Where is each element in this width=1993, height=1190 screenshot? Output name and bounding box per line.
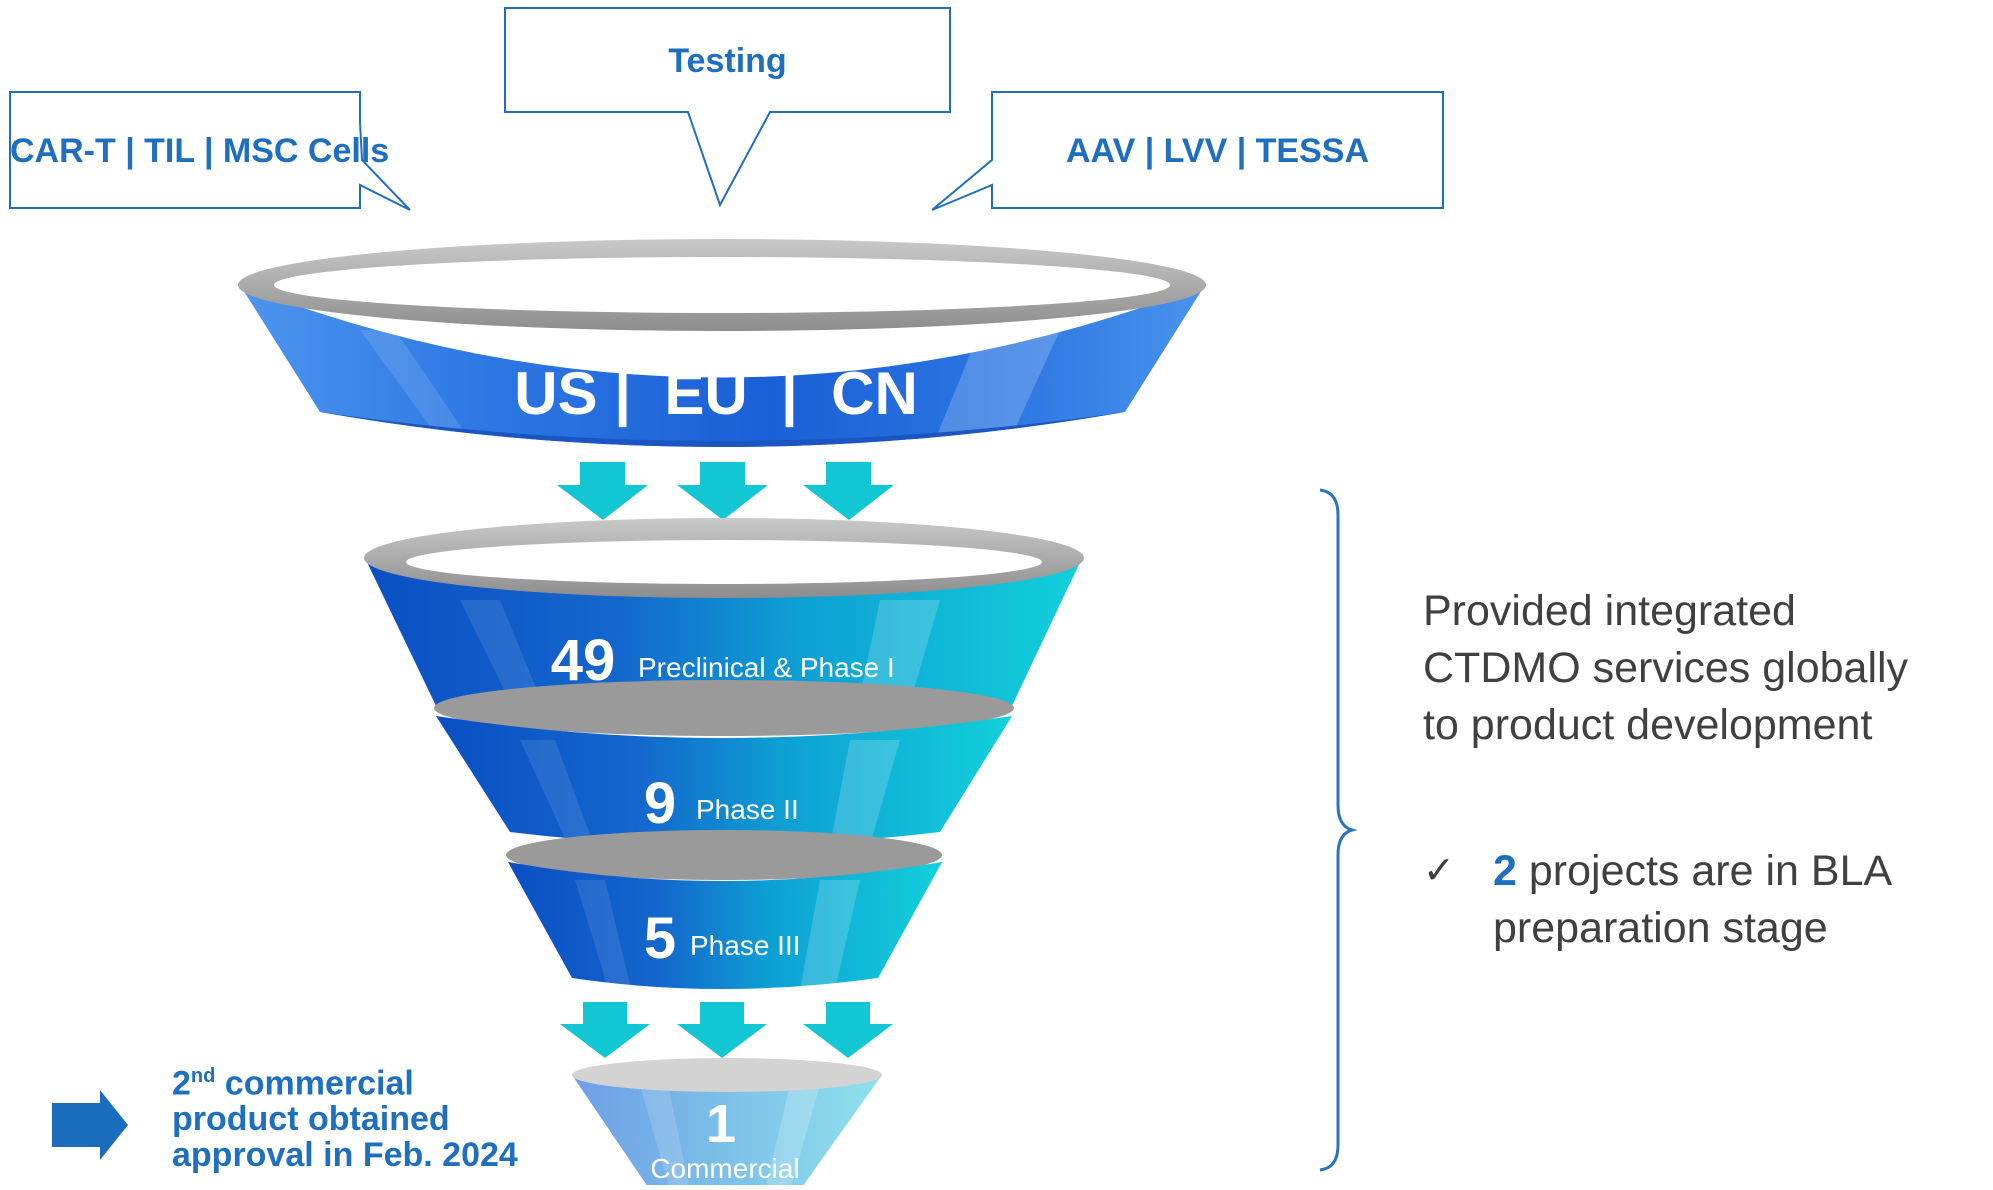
- down-arrow-icon: [557, 462, 648, 520]
- arrows-row-top: [557, 462, 894, 520]
- down-arrow-icon: [677, 462, 768, 520]
- stage-count-preclinical: 49: [551, 628, 616, 693]
- right-arrow-icon: [52, 1090, 128, 1160]
- commercial-approval-note: 2nd commercial product obtained approval…: [172, 1058, 572, 1173]
- bla-count: 2: [1493, 847, 1517, 895]
- funnel-top-regions: [238, 239, 1206, 447]
- stage-count-phase2: 9: [644, 771, 676, 836]
- down-arrow-icon: [803, 1002, 893, 1058]
- funnel-stage-commercial: [572, 1058, 882, 1185]
- stage-label-phase2: Phase II: [696, 794, 799, 825]
- note-line-3: approval in Feb. 2024: [172, 1136, 518, 1175]
- callout-testing: [504, 7, 951, 208]
- funnel-stage-preclinical: [364, 518, 1084, 725]
- note-line-1: 2nd commercial: [172, 1064, 414, 1103]
- callout-vectors: [931, 91, 1444, 211]
- funnel-stage-phase2: [434, 680, 1014, 845]
- stage-label-phase3: Phase III: [690, 930, 801, 961]
- check-mark-icon: ✓: [1423, 850, 1455, 892]
- funnel-top-label: US | EU | CN: [514, 360, 918, 428]
- down-arrow-icon: [677, 1002, 767, 1058]
- summary-line-2: CTDMO services globally: [1423, 644, 1909, 692]
- callout-testing-text: Testing: [668, 42, 787, 80]
- arrows-row-bottom: [560, 1002, 893, 1058]
- funnel-stage-phase3: [506, 830, 942, 990]
- note-line-2: product obtained: [172, 1100, 450, 1139]
- stage-count-commercial: 1: [706, 1094, 736, 1154]
- down-arrow-icon: [803, 462, 894, 520]
- stage-label-preclinical: Preclinical & Phase I: [638, 652, 895, 683]
- bla-line-2: preparation stage: [1493, 904, 1828, 952]
- right-brace: [1319, 488, 1358, 1172]
- callout-cells: [9, 91, 411, 211]
- summary-line-1: Provided integrated: [1423, 587, 1796, 635]
- stage-label-commercial: Commercial: [650, 1153, 799, 1184]
- callout-vectors-text: AAV | LVV | TESSA: [1065, 132, 1370, 170]
- summary-line-3: to product development: [1423, 701, 1873, 749]
- stage-count-phase3: 5: [644, 906, 676, 971]
- bla-line-1: 2 projects are in BLA: [1493, 847, 1893, 895]
- down-arrow-icon: [560, 1002, 650, 1058]
- callout-cells-text: CAR-T | TIL | MSC Cells: [10, 132, 390, 170]
